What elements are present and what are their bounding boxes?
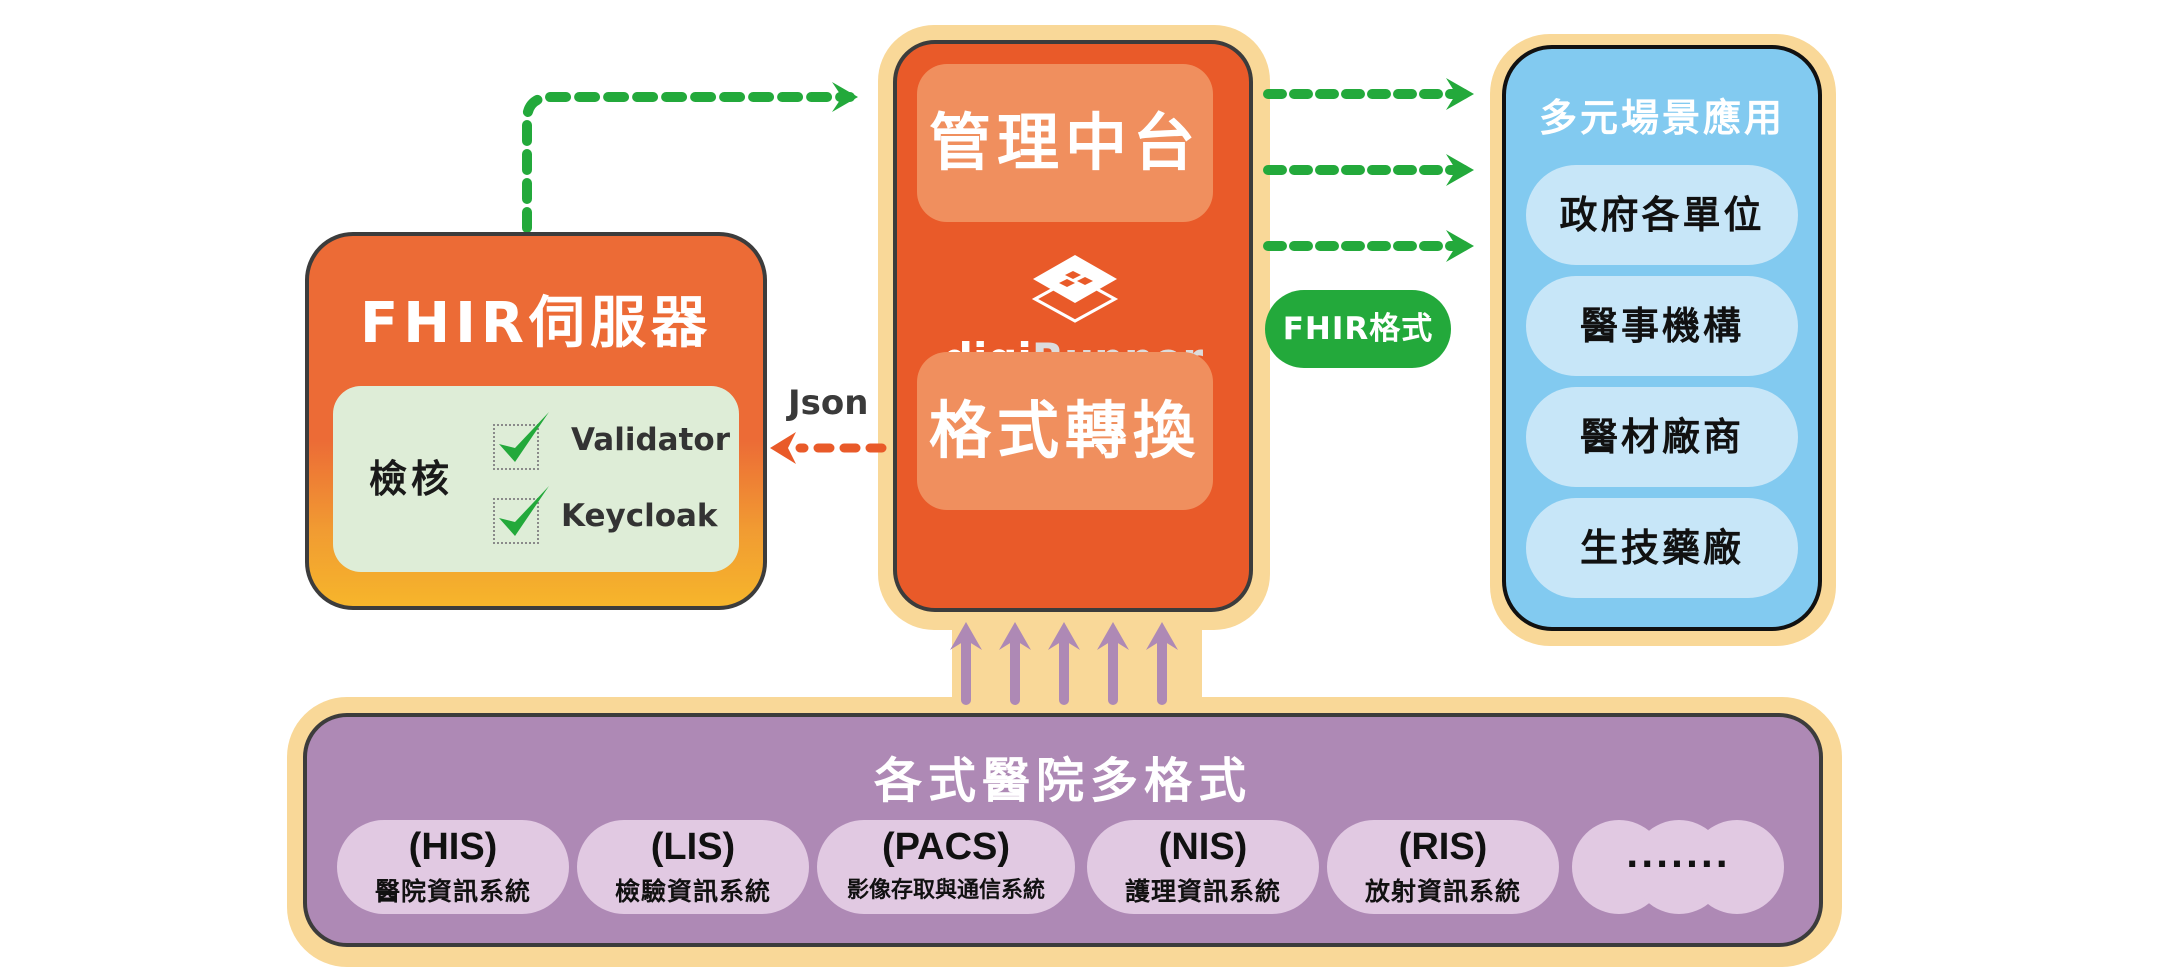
fhir-format-badge: FHIR格式 bbox=[1265, 290, 1451, 368]
application-item: 醫材廠商 bbox=[1526, 387, 1798, 487]
arrow-head-apps-2 bbox=[1446, 154, 1474, 186]
up-arrow-2 bbox=[999, 622, 1031, 705]
system-item-his: (HIS) 醫院資訊系統 bbox=[337, 820, 569, 914]
up-arrow-5 bbox=[1146, 622, 1178, 705]
arrow-head-fhir-to-gateway bbox=[832, 82, 858, 112]
arrows-gateway-to-apps bbox=[1263, 78, 1474, 262]
applications-box: 多元場景應用 政府各單位 醫事機構 醫材廠商 生技藥廠 bbox=[1502, 45, 1822, 631]
digirunner-logo-icon bbox=[1025, 249, 1125, 339]
system-item-ris: (RIS) 放射資訊系統 bbox=[1327, 820, 1559, 914]
checkmark-icon bbox=[499, 486, 549, 536]
system-item-nis: (NIS) 護理資訊系統 bbox=[1087, 820, 1319, 914]
keycloak-label: Keycloak bbox=[561, 498, 718, 534]
applications-title: 多元場景應用 bbox=[1538, 96, 1785, 140]
hospital-formats-title: 各式醫院多格式 bbox=[873, 753, 1252, 809]
system-name: 醫院資訊系統 bbox=[374, 877, 531, 906]
system-name: 影像存取與通信系統 bbox=[846, 878, 1045, 903]
verify-panel: 檢核 Validator Keycloak bbox=[333, 386, 739, 572]
verify-label: 檢核 bbox=[369, 457, 454, 501]
format-conversion-panel: 格式轉換 bbox=[917, 352, 1213, 510]
keycloak-checkbox bbox=[493, 486, 549, 544]
checkmark-icon bbox=[499, 412, 549, 462]
more-blob bbox=[1690, 820, 1784, 914]
hospital-formats-box: 各式醫院多格式 (HIS) 醫院資訊系統 (LIS) 檢驗資訊系統 (PACS)… bbox=[303, 713, 1823, 947]
system-abbr: (NIS) bbox=[1158, 826, 1248, 868]
system-name: 檢驗資訊系統 bbox=[614, 877, 771, 906]
application-item: 政府各單位 bbox=[1526, 165, 1798, 265]
gateway-box: 管理中台 digiRunner 格式轉換 bbox=[893, 40, 1253, 612]
validator-checkbox bbox=[493, 412, 549, 470]
validator-label: Validator bbox=[571, 422, 730, 458]
up-arrow-3 bbox=[1048, 622, 1080, 705]
system-item-lis: (LIS) 檢驗資訊系統 bbox=[577, 820, 809, 914]
application-item: 醫事機構 bbox=[1526, 276, 1798, 376]
system-name: 護理資訊系統 bbox=[1124, 877, 1281, 906]
system-item-pacs: (PACS) 影像存取與通信系統 bbox=[817, 820, 1075, 914]
json-label: Json bbox=[788, 383, 869, 423]
management-panel: 管理中台 bbox=[917, 64, 1213, 222]
system-abbr: (RIS) bbox=[1398, 826, 1488, 868]
up-arrow-1 bbox=[950, 622, 982, 705]
arrow-head-gateway-to-fhir bbox=[770, 432, 796, 464]
system-name: 放射資訊系統 bbox=[1364, 877, 1521, 906]
application-item: 生技藥廠 bbox=[1526, 498, 1798, 598]
fhir-server-box: FHIR伺服器 檢核 Validator Keycloak bbox=[305, 232, 767, 610]
arrows-hospital-to-gateway bbox=[950, 622, 1178, 705]
arrow-head-apps-1 bbox=[1446, 78, 1474, 110]
arrow-head-apps-3 bbox=[1446, 230, 1474, 262]
system-item-more: ....... bbox=[1572, 820, 1784, 914]
system-abbr: (HIS) bbox=[408, 826, 498, 868]
arrow-fhir-to-gateway bbox=[522, 92, 855, 233]
system-abbr: (PACS) bbox=[881, 826, 1011, 868]
fhir-server-title: FHIR伺服器 bbox=[359, 291, 713, 356]
up-arrow-4 bbox=[1097, 622, 1129, 705]
more-ellipsis: ....... bbox=[1625, 836, 1731, 876]
system-abbr: (LIS) bbox=[650, 826, 736, 868]
